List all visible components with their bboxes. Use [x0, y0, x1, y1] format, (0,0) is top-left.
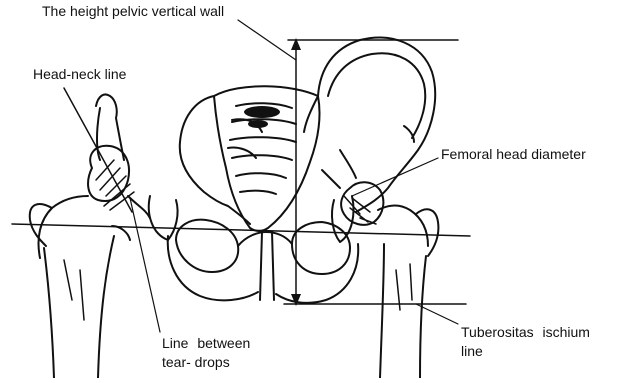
left-obturator-foramen [176, 220, 238, 272]
right-obturator-foramen [292, 222, 350, 274]
left-acetabulum-rim [149, 196, 178, 240]
right-sacroiliac-trace [322, 150, 356, 188]
head-neck-label: Head-neck line [33, 65, 126, 84]
right-femoral-shaft [380, 244, 426, 378]
right-iliac-inner [328, 53, 425, 138]
femoral-head-label: Femoral head diameter [441, 145, 586, 164]
pelvic-wall-label: The height pelvic vertical wall [42, 2, 224, 21]
tuberositas-label-line2: line [461, 342, 590, 361]
tear-drop-leader [130, 198, 160, 332]
tear-drop-line [12, 224, 470, 236]
right-iliac-crest-tip [404, 126, 414, 142]
tear-drops-label-line1: Line between [162, 334, 250, 353]
left-femoral-shaft [44, 236, 114, 378]
right-iliac-fold [304, 96, 318, 132]
sacral-promontory [244, 106, 280, 128]
left-iliac-wing [180, 96, 250, 224]
tuberositas-label: Tuberositas ischium line [461, 323, 590, 361]
pubic-symphysis [260, 232, 274, 300]
left-lesser-trochanter [112, 226, 130, 240]
right-bone-sketch [396, 264, 412, 310]
tear-drops-label: Line between tear- drops [162, 334, 250, 372]
left-bone-sketch [64, 260, 84, 320]
pubic-arch [238, 232, 292, 246]
left-ischium [168, 236, 258, 300]
tear-drops-label-line2: tear- drops [162, 353, 250, 372]
tuberositas-label-line1: Tuberositas ischium [461, 323, 590, 342]
femoral-head-leader [352, 158, 438, 196]
